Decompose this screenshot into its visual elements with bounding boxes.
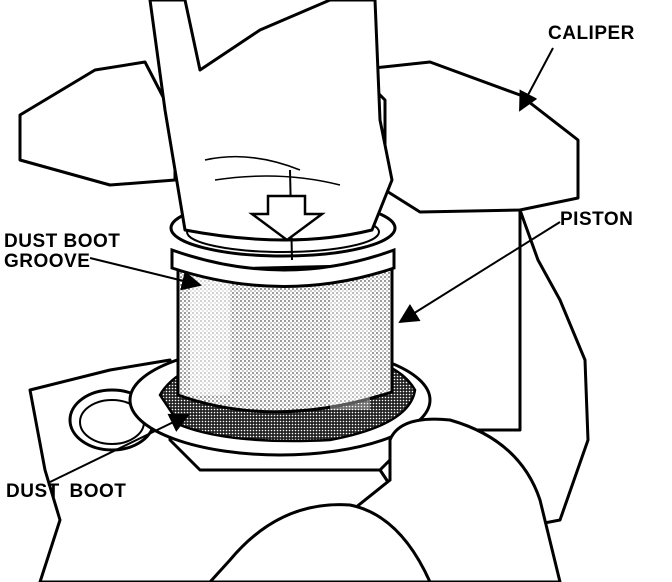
caliper-leader <box>519 47 554 112</box>
dust-boot-label: DUST BOOT <box>6 481 127 502</box>
dust-boot-groove-label-line1: DUST BOOT <box>4 231 121 252</box>
piston-leader <box>398 221 561 324</box>
piston-label: PISTON <box>560 209 634 230</box>
press-direction-arrow <box>248 194 326 242</box>
caliper-label: CALIPER <box>548 23 635 44</box>
dust-boot-groove-leader <box>89 257 202 291</box>
dust-boot-groove-label-line2: GROOVE <box>4 251 91 272</box>
dust-boot-groove-label: DUST BOOT GROOVE <box>4 232 120 272</box>
hand-bottom <box>207 503 432 582</box>
dust-boot-leader <box>49 413 190 483</box>
